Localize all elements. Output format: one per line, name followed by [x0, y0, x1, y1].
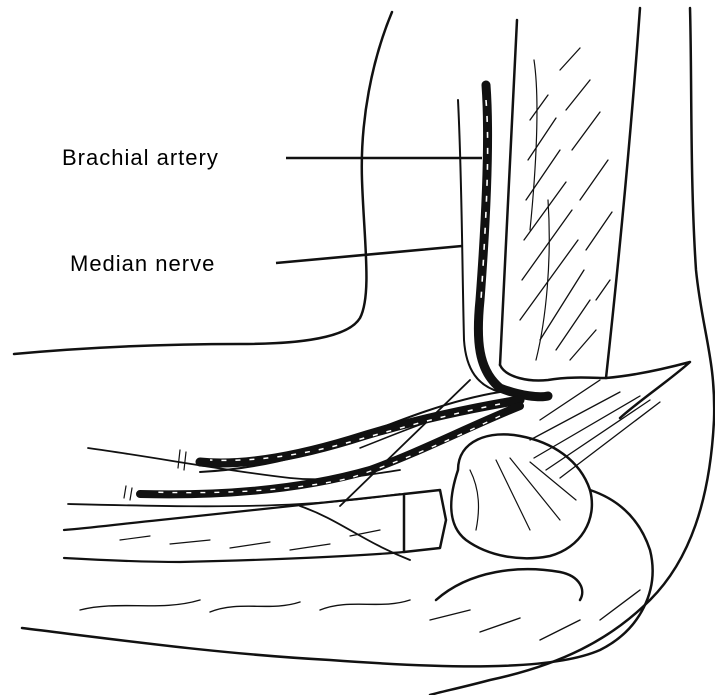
- forearm-muscle-lines: [68, 380, 470, 560]
- median-nerve: [200, 100, 510, 472]
- median-nerve-label: Median nerve: [70, 253, 215, 275]
- elbow-posterior-skin: [430, 8, 714, 695]
- distal-humerus: [500, 362, 690, 478]
- brachial-artery-label: Brachial artery: [62, 147, 219, 169]
- median-nerve-leader: [276, 246, 462, 263]
- humerus-bone: [500, 8, 640, 378]
- ulna-bone: [22, 490, 653, 666]
- arm-skin-outline: [14, 12, 392, 354]
